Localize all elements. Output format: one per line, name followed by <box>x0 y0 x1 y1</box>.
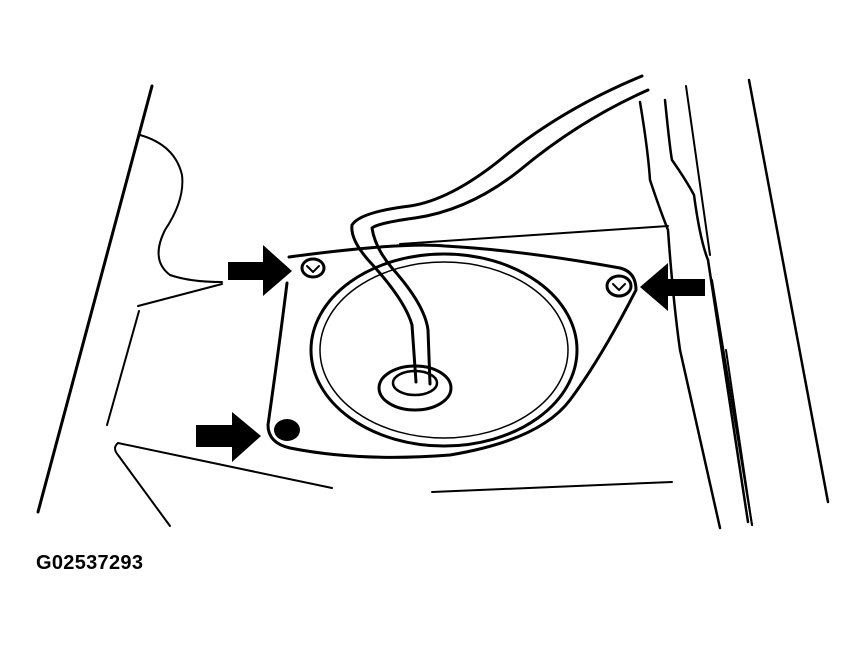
fastener-upper-right <box>605 274 633 298</box>
left-panel-lines <box>36 84 333 527</box>
cover-plate <box>266 243 638 459</box>
right-panel-lines <box>638 78 830 530</box>
arrow-upper-left-icon <box>228 245 292 296</box>
arrow-upper-right-icon <box>640 263 705 311</box>
figure-id-label: G02537293 <box>36 552 144 574</box>
fastener-lower-left <box>274 419 300 441</box>
fastener-upper-left <box>300 257 326 279</box>
arrow-lower-left-icon <box>196 412 261 462</box>
floor-lines <box>399 225 673 493</box>
